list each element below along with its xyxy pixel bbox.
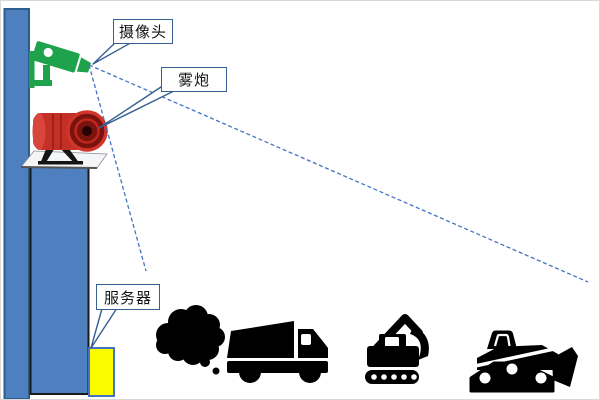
mounting-pole [3,8,30,399]
camera-callout-pointer [92,40,135,65]
fog-cannon-label: 雾炮 [161,67,227,92]
lower-column [29,163,90,395]
dust-cloud-icon [156,305,225,375]
fov-line-right [88,64,589,283]
excavator-icon [365,314,429,384]
server-label: 服务器 [96,284,160,310]
server-callout-pointer [90,304,120,349]
server-box [88,347,115,397]
cctv-camera-icon [29,41,91,88]
equipment-platform [20,150,108,169]
fog-cannon-icon [32,110,108,165]
camera-fov-lines [88,64,589,283]
dump-truck-icon [227,321,328,383]
camera-label: 摄像头 [113,19,173,44]
bulldozer-icon [469,330,578,393]
fov-line-left [88,64,147,272]
